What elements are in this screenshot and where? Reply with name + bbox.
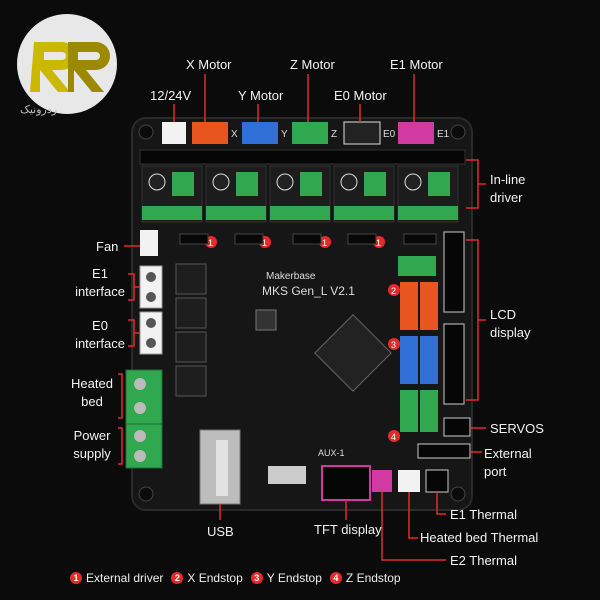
e1-motor-connector — [398, 122, 434, 144]
label-lcd-1: LCD — [490, 307, 517, 322]
mount-hole-tr — [450, 124, 466, 140]
connector-letter-z: Z — [331, 129, 337, 140]
label-inline-driver-2: driver — [490, 190, 523, 205]
tft-header — [321, 465, 371, 501]
label-heated-bed-2: bed — [81, 394, 103, 409]
mount-hole-br — [450, 486, 466, 502]
svg-text:1: 1 — [376, 238, 381, 248]
mount-hole-bl — [138, 486, 154, 502]
fan-connector — [140, 230, 158, 256]
svg-text:4: 4 — [391, 432, 396, 442]
driver-modules — [141, 165, 459, 223]
label-lcd-2: display — [490, 325, 531, 340]
label-fan: Fan — [96, 239, 119, 254]
power-connector — [162, 122, 186, 144]
brand-logo-icon — [17, 14, 117, 114]
e2-thermal-connector — [372, 470, 392, 492]
endstop-y: 3 — [388, 336, 438, 384]
y-motor-connector — [242, 122, 278, 144]
label-e1-thermal: E1 Thermal — [450, 507, 517, 522]
svg-text:1: 1 — [208, 238, 213, 248]
callout-lines — [118, 74, 486, 561]
heated-bed-thermal-connector — [398, 470, 420, 492]
legend-text-4: Z Endstop — [345, 571, 401, 585]
label-e1-interface-2: interface — [75, 284, 125, 299]
crystal — [268, 466, 306, 484]
external-port-header — [417, 443, 471, 459]
legend: 1 External driver 2 X Endstop 3 Y Endsto… — [70, 571, 401, 585]
legend-item-z-endstop: 4 Z Endstop — [329, 571, 401, 585]
label-inline-driver-1: In-line — [490, 172, 526, 187]
external-driver-headers — [179, 233, 437, 245]
label-z-motor: Z Motor — [290, 57, 335, 72]
svg-text:1: 1 — [322, 238, 327, 248]
driver-header-row — [139, 149, 466, 165]
svg-text:1: 1 — [262, 238, 267, 248]
label-power: 12/24V — [150, 88, 192, 103]
legend-text-3: Y Endstop — [266, 571, 322, 585]
connector-letter-e1: E1 — [437, 129, 450, 140]
brand-logo — [12, 12, 122, 122]
label-e1-motor: E1 Motor — [390, 57, 443, 72]
label-e2-thermal: E2 Thermal — [450, 553, 517, 568]
lcd-exp2 — [443, 323, 465, 405]
legend-item-x-endstop: 2 X Endstop — [171, 571, 243, 585]
extra-driver-terminal — [398, 256, 436, 276]
label-e0-interface-1: E0 — [92, 318, 108, 333]
legend-badge-4: 4 — [329, 572, 342, 584]
brand-subtitle: ردرونیک — [20, 104, 58, 116]
label-power-supply-2: supply — [73, 446, 111, 461]
connector-letter-y: Y — [281, 129, 288, 140]
external-driver-markers: 1 1 1 1 — [205, 236, 385, 248]
lcd-exp1 — [443, 231, 465, 313]
legend-badge-3: 3 — [250, 572, 263, 584]
label-usb: USB — [207, 524, 234, 539]
board-maker: Makerbase — [266, 271, 316, 282]
svg-text:3: 3 — [391, 340, 396, 350]
power-terminals — [125, 369, 163, 469]
endstop-z: 4 — [388, 390, 438, 442]
svg-text:2: 2 — [391, 286, 396, 296]
legend-item-external-driver: 1 External driver — [70, 571, 163, 585]
label-heated-bed-thermal: Heated bed Thermal — [420, 530, 539, 545]
aux-label: AUX-1 — [318, 448, 345, 458]
z-motor-connector — [292, 122, 328, 144]
hotend-terminals — [139, 265, 163, 355]
x-motor-connector — [192, 122, 228, 144]
legend-badge-1: 1 — [70, 572, 82, 584]
label-x-motor: X Motor — [186, 57, 232, 72]
label-e1-interface-1: E1 — [92, 266, 108, 281]
legend-badge-2: 2 — [171, 572, 184, 584]
connector-letter-x: X — [231, 129, 238, 140]
label-servos: SERVOS — [490, 421, 544, 436]
mosfets — [175, 263, 207, 397]
label-y-motor: Y Motor — [238, 88, 284, 103]
label-external-port-2: port — [484, 464, 507, 479]
endstop-x: 2 — [388, 282, 438, 330]
label-e0-interface-2: interface — [75, 336, 125, 351]
label-external-port-1: External — [484, 446, 532, 461]
legend-item-y-endstop: 3 Y Endstop — [250, 571, 322, 585]
e0-motor-connector — [343, 121, 381, 145]
legend-text-2: X Endstop — [187, 571, 243, 585]
label-e0-motor: E0 Motor — [334, 88, 387, 103]
connector-letter-e0: E0 — [383, 129, 396, 140]
board-model: MKS Gen_L V2.1 — [262, 284, 355, 298]
mcu-chip — [314, 314, 392, 392]
inductor — [255, 309, 277, 331]
e1-thermal-connector — [425, 469, 449, 493]
label-power-supply-1: Power — [73, 428, 111, 443]
label-heated-bed-1: Heated — [71, 376, 113, 391]
mount-hole-tl — [138, 124, 154, 140]
label-tft: TFT display — [314, 522, 382, 537]
legend-text-1: External driver — [86, 571, 164, 585]
servos-header — [443, 417, 471, 437]
